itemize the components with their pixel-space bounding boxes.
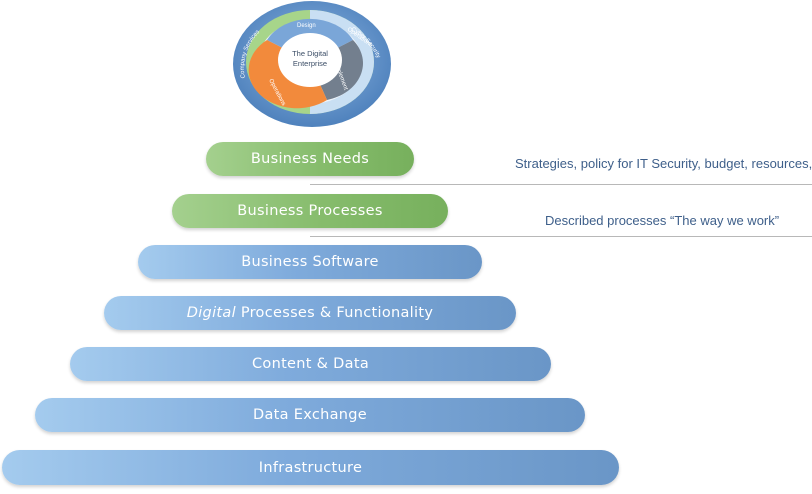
layer-digital-processes-rest: Processes & Functionality xyxy=(235,305,434,321)
note-business-needs: Strategies, policy for IT Security, budg… xyxy=(515,156,812,171)
divider-business-processes xyxy=(310,236,812,237)
layer-business-needs-label: Business Needs xyxy=(250,151,370,167)
note-business-processes: Described processes “The way we work” xyxy=(545,213,780,228)
divider-business-needs xyxy=(310,184,812,185)
wheel-label-design: Design xyxy=(297,23,316,29)
layer-business-software-label: Business Software xyxy=(241,254,379,270)
wheel-center-line2: Enterprise xyxy=(293,59,327,68)
layer-infrastructure-label: Infrastructure xyxy=(258,459,363,476)
digital-enterprise-wheel: The Digital Enterprise Design Operations… xyxy=(233,1,391,127)
layer-content-data-label: Content & Data xyxy=(251,356,369,372)
layer-data-exchange: Data Exchange xyxy=(35,398,585,432)
wheel-center xyxy=(278,33,342,87)
layer-business-needs: Business Needs xyxy=(206,142,414,176)
layer-business-processes: Business Processes xyxy=(172,194,448,228)
layer-content-data: Content & Data xyxy=(70,347,551,381)
layer-digital-processes-italic: Digital xyxy=(186,305,236,321)
layer-data-exchange-label: Data Exchange xyxy=(253,407,367,423)
layer-business-processes-label: Business Processes xyxy=(237,203,383,219)
layer-infrastructure: Infrastructure xyxy=(2,450,619,485)
layer-business-software: Business Software xyxy=(138,245,482,279)
layer-digital-processes-label: Digital Processes & Functionality xyxy=(187,305,433,321)
layer-digital-processes: Digital Processes & Functionality xyxy=(104,296,516,330)
wheel-center-line1: The Digital xyxy=(292,49,328,58)
